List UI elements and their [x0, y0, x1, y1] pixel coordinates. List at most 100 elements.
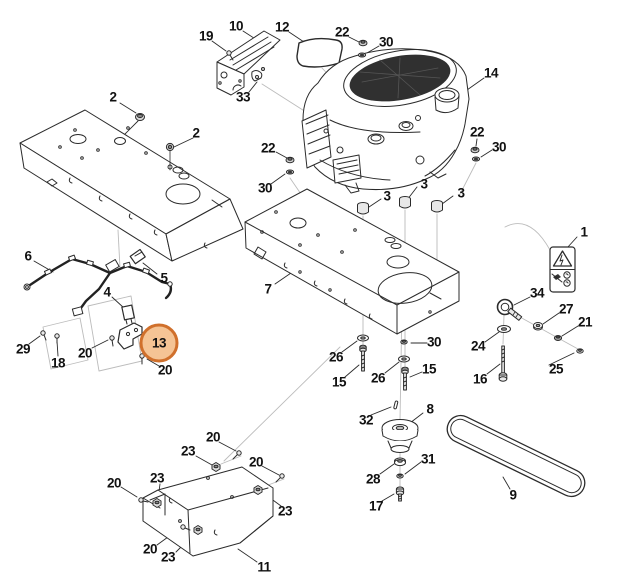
callout-17[interactable]: 17 [368, 498, 384, 514]
screw-20-harness [109, 335, 115, 347]
switch-4 [121, 304, 135, 325]
callout-15[interactable]: 15 [331, 374, 347, 390]
callout-21[interactable]: 21 [577, 314, 593, 330]
callout-31[interactable]: 31 [420, 451, 436, 467]
washer-24 [497, 325, 511, 333]
nut-30-center [400, 339, 408, 345]
screw-19 [226, 50, 234, 61]
ghost-bracket-outline-2 [42, 317, 89, 370]
callout-10[interactable]: 10 [228, 18, 244, 34]
callout-4[interactable]: 4 [103, 284, 111, 300]
callout-5[interactable]: 5 [160, 270, 168, 286]
callout-16[interactable]: 16 [472, 371, 488, 387]
screws-20-bracket11 [138, 450, 285, 531]
callout-30[interactable]: 30 [491, 139, 507, 155]
callout-23[interactable]: 23 [149, 470, 165, 486]
callout-26[interactable]: 26 [328, 349, 344, 365]
callout-32[interactable]: 32 [358, 412, 374, 428]
sticker-pictograms [551, 271, 571, 287]
callout-20[interactable]: 20 [142, 541, 158, 557]
screw-18 [54, 333, 60, 344]
callout-30[interactable]: 30 [257, 180, 273, 196]
nut-25 [576, 348, 584, 354]
callout-27[interactable]: 27 [558, 301, 574, 317]
washer-30-right [471, 156, 481, 162]
screw-29 [40, 330, 47, 341]
callout-6[interactable]: 6 [24, 248, 32, 264]
oil-cap [398, 121, 414, 131]
callout-20[interactable]: 20 [205, 429, 221, 445]
callout-3[interactable]: 3 [457, 185, 465, 201]
callout-30[interactable]: 30 [426, 334, 442, 350]
callout-highlight-13[interactable]: 13 [139, 323, 179, 363]
callout-20[interactable]: 20 [106, 475, 122, 491]
callout-20[interactable]: 20 [157, 362, 173, 378]
clip-nuts-23 [152, 462, 263, 535]
callout-22[interactable]: 22 [469, 124, 485, 140]
grommet-part2b [165, 142, 175, 171]
callout-12[interactable]: 12 [274, 19, 290, 35]
callout-33[interactable]: 33 [235, 89, 251, 105]
belt-pulley-8 [381, 419, 419, 453]
callout-23[interactable]: 23 [277, 503, 293, 519]
panel-notch [46, 178, 58, 187]
callout-20[interactable]: 20 [77, 345, 93, 361]
upper-bracket [216, 30, 281, 96]
branch-connector [71, 306, 84, 317]
bracket-13 [117, 322, 149, 350]
v-belt [446, 414, 586, 498]
callout-2[interactable]: 2 [192, 125, 200, 141]
callout-34[interactable]: 34 [529, 285, 545, 301]
nut-22-right [470, 146, 480, 154]
callout-24[interactable]: 24 [470, 338, 486, 354]
warning-label-sticker [549, 246, 576, 293]
oil-filler-neck [434, 87, 460, 114]
callout-2[interactable]: 2 [109, 89, 117, 105]
bolt-16 [498, 345, 508, 382]
washer-26-right [398, 355, 410, 363]
callout-11[interactable]: 11 [257, 559, 271, 575]
grommet-part2 [135, 113, 145, 121]
callout-19[interactable]: 19 [198, 28, 214, 44]
callout-14[interactable]: 14 [483, 65, 499, 81]
nut-22-left [285, 156, 295, 164]
mounting-plate [244, 188, 460, 335]
callout-3[interactable]: 3 [420, 176, 428, 192]
nut-22-top [358, 39, 368, 47]
bolt-17 [395, 486, 405, 502]
control-panel [332, 154, 362, 184]
callout-9[interactable]: 9 [509, 487, 517, 503]
washer-30-top [357, 52, 367, 58]
callout-22[interactable]: 22 [260, 140, 276, 156]
callout-25[interactable]: 25 [548, 361, 564, 377]
callout-22[interactable]: 22 [334, 24, 350, 40]
muffler-guard [301, 109, 332, 169]
connector-5 [129, 248, 146, 265]
callout-20[interactable]: 20 [248, 454, 264, 470]
bolt-15-right [401, 366, 409, 391]
callout-28[interactable]: 28 [365, 471, 381, 487]
callout-23[interactable]: 23 [160, 549, 176, 565]
lower-bracket [142, 466, 274, 557]
eye-bolt-34 [496, 298, 523, 321]
washer-30-left [285, 169, 295, 175]
callout-23[interactable]: 23 [180, 443, 196, 459]
callout-15[interactable]: 15 [421, 361, 437, 377]
washer-28 [394, 457, 406, 467]
engine-fan-screen [343, 49, 457, 107]
callout-3[interactable]: 3 [383, 188, 391, 204]
callout-1[interactable]: 1 [580, 224, 588, 240]
chassis-panel [19, 109, 244, 262]
callout-26[interactable]: 26 [370, 370, 386, 386]
callout-18[interactable]: 18 [50, 355, 66, 371]
callout-8[interactable]: 8 [426, 401, 434, 417]
callout-30[interactable]: 30 [378, 34, 394, 50]
callout-7[interactable]: 7 [264, 281, 272, 297]
fuel-cap [367, 133, 385, 145]
wiring-harness [23, 248, 173, 317]
rubber-buffers [357, 196, 443, 215]
callout-29[interactable]: 29 [15, 341, 31, 357]
gasket [296, 37, 343, 68]
